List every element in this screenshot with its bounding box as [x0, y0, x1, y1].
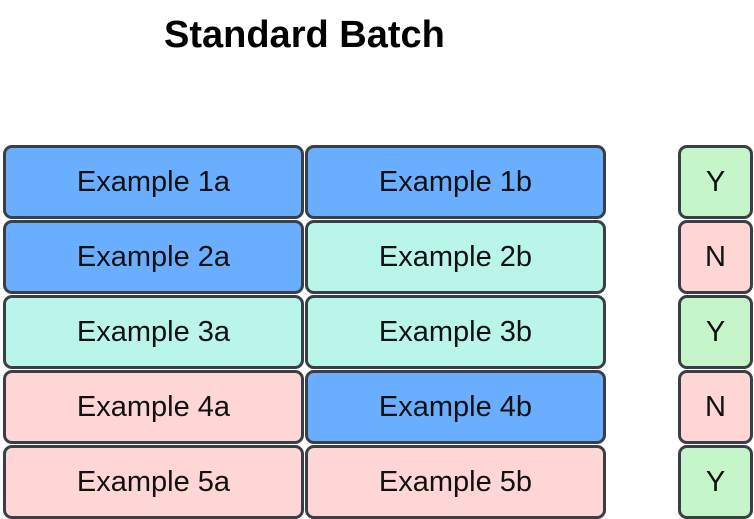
example-1a-box: Example 1a — [3, 145, 304, 219]
example-3b-box: Example 3b — [305, 295, 606, 369]
label-5-box: Y — [678, 445, 753, 519]
example-4b-box: Example 4b — [305, 370, 606, 444]
example-5a-box: Example 5a — [3, 445, 304, 519]
label-2-box: N — [678, 220, 753, 294]
label-1-box: Y — [678, 145, 753, 219]
example-2a-box: Example 2a — [3, 220, 304, 294]
example-2b-box: Example 2b — [305, 220, 606, 294]
example-3a-box: Example 3a — [3, 295, 304, 369]
diagram-title: Standard Batch — [164, 14, 445, 56]
example-4a-box: Example 4a — [3, 370, 304, 444]
label-3-box: Y — [678, 295, 753, 369]
example-5b-box: Example 5b — [305, 445, 606, 519]
example-1b-box: Example 1b — [305, 145, 606, 219]
label-4-box: N — [678, 370, 753, 444]
